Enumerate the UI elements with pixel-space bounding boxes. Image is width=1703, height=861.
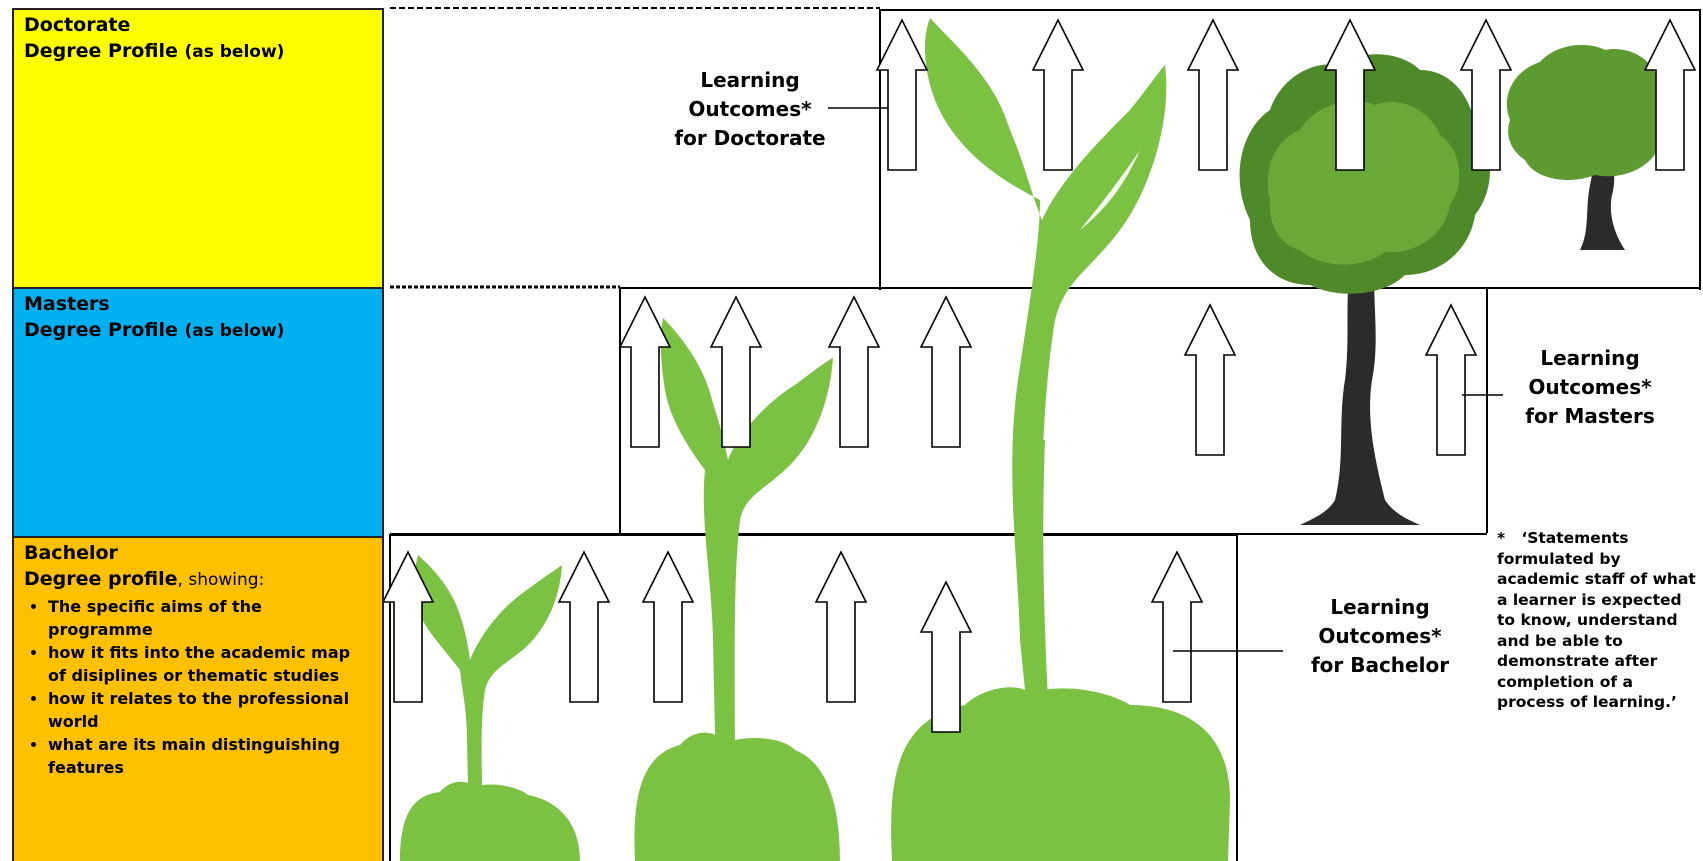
label-line: Learning [1540,346,1640,370]
list-item: how it fits into the academic map of dis… [48,641,372,687]
tree-icon-large [1239,54,1490,525]
list-item: what are its main distinguishing feature… [48,733,372,779]
footnote-marker: * [1497,529,1506,547]
list-item: how it relates to the professional world [48,687,372,733]
masters-profile: Degree Profile [24,319,178,341]
up-arrow-icon [1032,19,1084,171]
bachelor-bullet-list: The specific aims of the programme how i… [24,595,372,779]
footnote-text: ‘Statements formulated by academic staff… [1497,529,1696,711]
sprout-icon-medium [634,318,840,861]
list-item: The specific aims of the programme [48,595,372,641]
bachelor-title: Bachelor [24,542,118,564]
up-arrow-icon [558,551,610,703]
tree-icon-small [1506,44,1674,250]
label-line: for Bachelor [1310,653,1450,677]
doctorate-panel: Doctorate Degree Profile (as below) [12,8,384,289]
sprout-icon-small [400,555,580,861]
label-line: Outcomes* [688,97,812,121]
doctorate-profile: Degree Profile [24,40,178,62]
label-line: for Masters [1525,404,1655,428]
up-arrow-icon [828,296,880,448]
label-line: Outcomes* [1318,624,1442,648]
doctorate-profile-note: (as below) [184,42,285,62]
bachelor-profile-note: , showing: [177,570,265,590]
up-arrow-icon [876,19,928,171]
up-arrow-icon [815,551,867,703]
masters-outcomes-label: Learning Outcomes* for Masters [1480,344,1700,431]
up-arrow-icon [619,296,671,448]
doctorate-title: Doctorate [24,14,131,36]
leaf-vein-detail [960,150,1140,230]
masters-title: Masters [24,293,110,315]
label-line: Learning [1330,595,1430,619]
up-arrow-icon [1184,304,1236,456]
up-arrow-icon [920,296,972,448]
label-line: Outcomes* [1528,375,1652,399]
doctorate-outcomes-label: Learning Outcomes* for Doctorate [640,66,860,153]
up-arrow-icon [1187,19,1239,171]
up-arrow-icon [1151,551,1203,703]
bachelor-profile: Degree profile [24,568,178,590]
masters-panel: Masters Degree Profile (as below) [12,287,384,538]
label-line: for Doctorate [674,126,826,150]
footnote: * ‘Statements formulated by academic sta… [1497,528,1697,713]
sprout-icon-large [891,18,1230,861]
up-arrow-icon [1425,304,1477,456]
bachelor-panel: Bachelor Degree profile, showing: The sp… [12,536,384,861]
label-line: Learning [700,68,800,92]
doctorate-level-box [879,9,1701,290]
masters-profile-note: (as below) [184,321,285,341]
up-arrow-icon [642,551,694,703]
bachelor-outcomes-label: Learning Outcomes* for Bachelor [1270,593,1490,680]
